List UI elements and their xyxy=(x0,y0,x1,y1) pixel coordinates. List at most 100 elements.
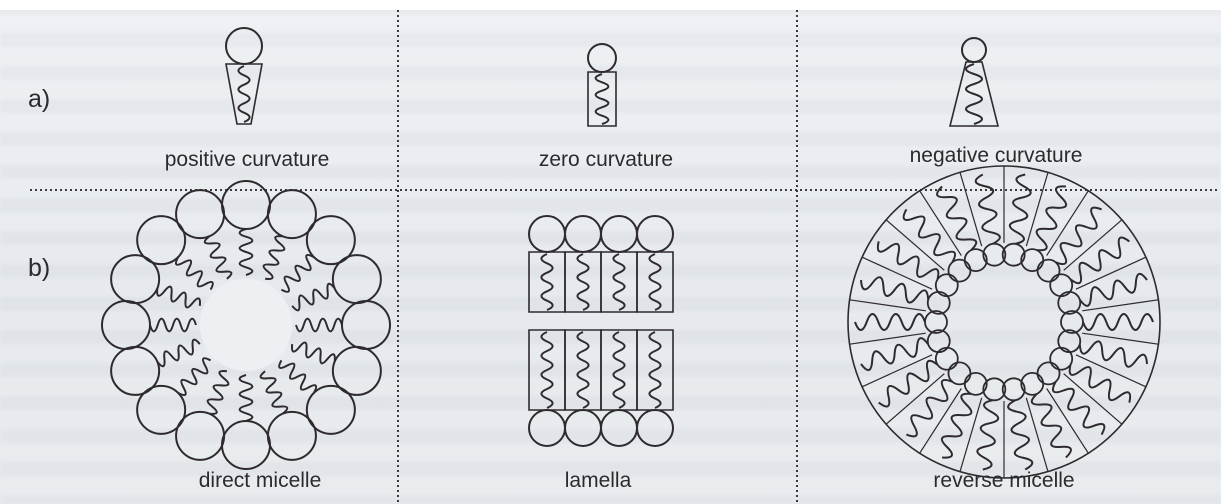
lamella-tail xyxy=(540,331,554,409)
reverse-micelle-tail xyxy=(854,313,926,331)
reverse-micelle-separator xyxy=(959,172,983,247)
micelle-tail xyxy=(203,235,233,280)
micelle-core xyxy=(200,279,292,371)
micelle-tail xyxy=(291,282,336,312)
micelle-head-group xyxy=(110,254,161,305)
micelle-tail xyxy=(259,370,289,415)
direct-micelle xyxy=(101,180,391,470)
micelle-head-group xyxy=(266,189,317,240)
reverse-micelle-head-group xyxy=(1036,258,1061,283)
reverse-micelle-tail xyxy=(1068,364,1132,403)
reverse-micelle-separator xyxy=(1075,256,1147,290)
positive-curvature-label: positive curvature xyxy=(164,148,330,171)
head-group xyxy=(225,27,263,65)
row-a-label: a) xyxy=(28,85,51,113)
reverse-micelle-tail xyxy=(1078,340,1148,368)
lamella-tail xyxy=(576,331,590,409)
reverse-micelle-tail xyxy=(1069,236,1130,285)
lamella-head-group xyxy=(564,215,602,253)
positive-curvature-molecule xyxy=(225,27,263,125)
micelle-tail xyxy=(280,253,315,293)
lamella-tail xyxy=(612,331,626,409)
reverse-micelle-separator xyxy=(1025,172,1049,247)
reverse-micelle-separator xyxy=(849,332,926,345)
cone-outline xyxy=(225,63,263,125)
reverse-micelle-separator xyxy=(919,388,962,454)
reverse-micelle-head-group xyxy=(926,329,951,354)
micelle-tail xyxy=(149,317,197,333)
reverse-micelle-separator xyxy=(1063,373,1123,425)
reverse-micelle-head-group xyxy=(1001,242,1026,267)
reverse-micelle-separator xyxy=(1082,299,1159,312)
reverse-micelle-head-group xyxy=(1020,248,1045,273)
micelle-head-group xyxy=(175,410,226,461)
reverse-micelle-separator xyxy=(1075,354,1147,388)
reverse-micelle-head-group xyxy=(1036,361,1061,386)
reverse-micelle-tail xyxy=(876,241,940,280)
micelle-tail xyxy=(262,235,286,280)
lamella-head-group xyxy=(528,409,566,447)
micelle-head-group xyxy=(331,345,382,396)
negative-curvature-molecule xyxy=(948,37,1000,127)
lamella-tail xyxy=(612,253,626,311)
lamella-label: lamella xyxy=(564,469,632,492)
lamella-head-group xyxy=(636,215,674,253)
micelle-head-group xyxy=(341,300,391,350)
reverse-micelle-tail xyxy=(940,392,973,459)
lamella xyxy=(528,215,674,447)
reverse-micelle-head-group xyxy=(934,273,959,298)
micelle-head-group xyxy=(110,345,161,396)
reverse-micelle-head-group xyxy=(947,361,972,386)
direct-micelle-label: direct micelle xyxy=(198,469,322,492)
micelle-tail xyxy=(291,341,336,365)
micelle-head-group xyxy=(175,189,226,240)
reverse-micelle-separator xyxy=(1025,397,1049,472)
reverse-micelle-tail xyxy=(974,173,1001,245)
lamella-head-group xyxy=(600,409,638,447)
micelle-tail xyxy=(156,285,201,309)
micelle-tail xyxy=(238,374,254,422)
reverse-micelle-tail xyxy=(1007,399,1034,471)
reverse-micelle-head-group xyxy=(963,248,988,273)
reverse-micelle-tail xyxy=(860,337,930,372)
reverse-micelle-separator xyxy=(1063,219,1123,271)
reverse-micelle-tail xyxy=(878,359,939,408)
micelle-head-group xyxy=(101,300,151,350)
micelle-tail xyxy=(278,359,318,394)
micelle-head-group xyxy=(266,410,317,461)
head-group xyxy=(587,43,617,73)
negative-curvature-label: negative curvature xyxy=(909,144,1083,167)
reverse-micelle-tail xyxy=(1035,185,1068,252)
lamella-tail xyxy=(648,253,662,311)
reverse-micelle-tail xyxy=(906,378,953,438)
reverse-micelle-tail xyxy=(936,185,978,251)
lamella-head-group xyxy=(636,409,674,447)
lamella-tail xyxy=(540,253,554,311)
micelle-head-group xyxy=(136,215,187,266)
micelle-tail xyxy=(206,370,230,415)
lamella-tail xyxy=(648,331,662,409)
reverse-micelle-separator xyxy=(1046,190,1089,256)
reverse-micelle-tail xyxy=(902,208,957,263)
reverse-micelle-separator xyxy=(1082,332,1159,345)
reverse-micelle-tail xyxy=(1008,173,1032,245)
reverse-micelle xyxy=(847,165,1161,479)
reverse-micelle-label: reverse micelle xyxy=(933,469,1075,492)
reverse-micelle-tail xyxy=(1082,313,1154,331)
reverse-micelle-tail xyxy=(1078,272,1148,307)
reverse-micelle-head-group xyxy=(947,258,972,283)
reverse-micelle-head-group xyxy=(963,371,988,396)
hydrocarbon-tail xyxy=(237,65,251,123)
reverse-micelle-separator xyxy=(849,299,926,312)
micelle-head-group xyxy=(136,384,187,435)
reverse-micelle-tail xyxy=(976,399,1000,471)
zero-curvature-label: zero curvature xyxy=(538,148,674,171)
lamella-cell xyxy=(636,329,674,411)
lamella-head-group xyxy=(528,215,566,253)
reverse-micelle-separator xyxy=(861,256,933,290)
hydrocarbon-tail xyxy=(965,63,983,125)
micelle-head-group xyxy=(305,215,356,266)
reverse-micelle-head-group xyxy=(1020,371,1045,396)
